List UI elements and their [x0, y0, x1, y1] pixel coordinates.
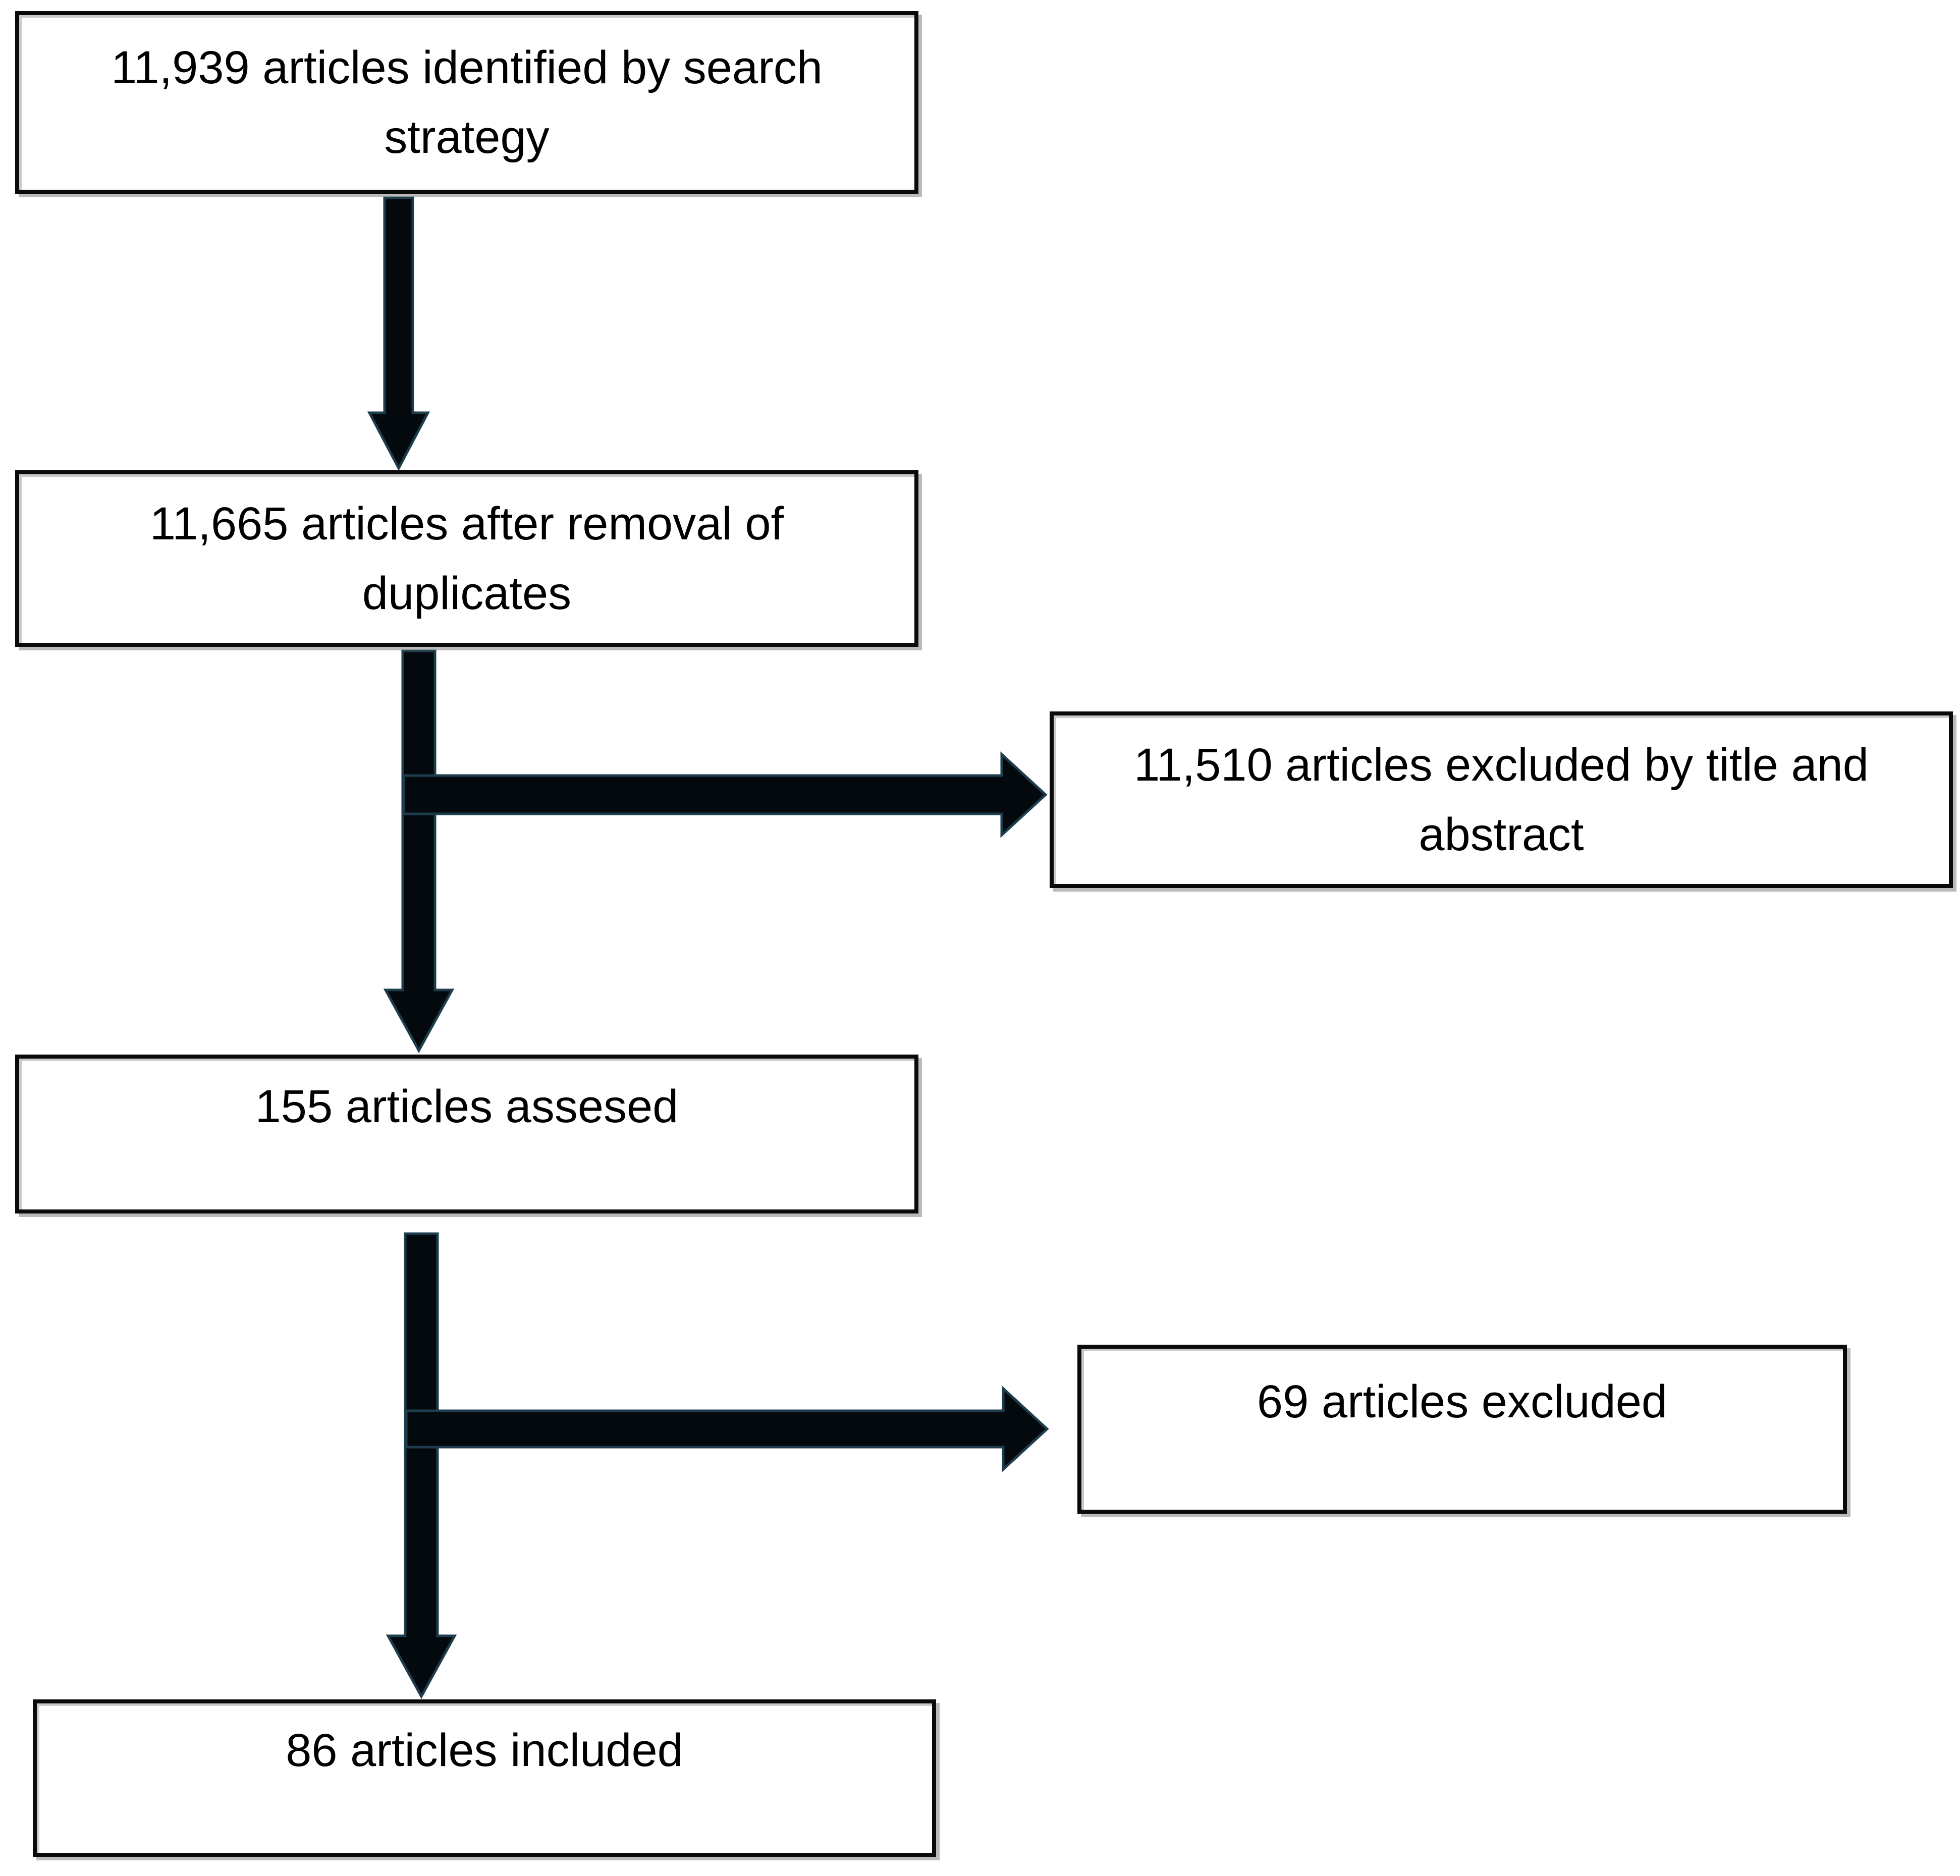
box-articles-assessed-text-line-1: 155 articles assesed — [255, 1080, 679, 1132]
box-after-duplicate-removal-text-line-2: duplicates — [362, 568, 572, 619]
box-excluded-title-abstract: 11,510 articles excluded by title and ab… — [1050, 711, 1953, 888]
box-after-duplicate-removal: 11,665 articles after removal of duplica… — [15, 470, 918, 647]
box-excluded-title-abstract-text-line-2: abstract — [1419, 809, 1584, 860]
box-articles-included: 86 articles included — [33, 1699, 936, 1857]
arrow-deduplicated-to-assessed-icon — [383, 649, 455, 1054]
box-articles-identified: 11,939 articles identified by search str… — [15, 11, 918, 194]
box-articles-identified-text-line-1: 11,939 articles identified by search — [111, 42, 823, 93]
box-after-duplicate-removal-text-line-1: 11,665 articles after removal of — [149, 498, 784, 549]
arrow-identified-to-deduplicated-icon — [367, 196, 430, 471]
box-articles-assessed: 155 articles assesed — [15, 1055, 918, 1213]
box-excluded-title-abstract-text-line-1: 11,510 articles excluded by title and — [1134, 739, 1869, 791]
box-articles-identified-text-line-2: strategy — [384, 112, 550, 163]
arrow-to-excluded-title-abstract-icon — [402, 751, 1048, 838]
box-articles-excluded: 69 articles excluded — [1077, 1345, 1847, 1514]
arrow-assessed-to-included-icon — [386, 1232, 457, 1699]
box-articles-excluded-text-line-1: 69 articles excluded — [1257, 1375, 1668, 1427]
arrow-to-excluded-full-icon — [405, 1386, 1049, 1472]
box-articles-included-text-line-1: 86 articles included — [286, 1725, 683, 1776]
